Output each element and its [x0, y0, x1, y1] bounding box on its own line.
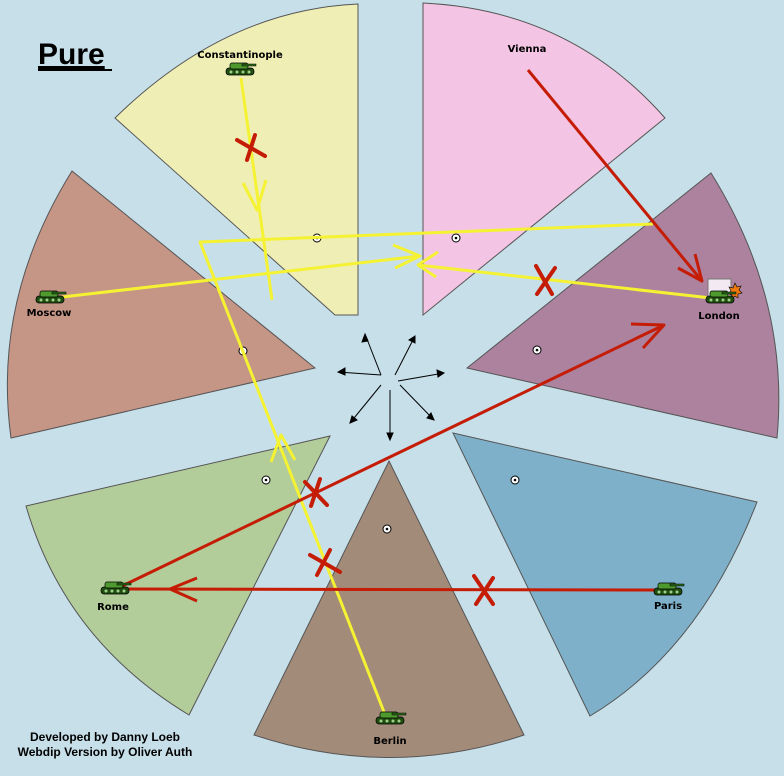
credit-developer: Developed by Danny Loeb [30, 730, 180, 744]
order-paris-to-rome-arrowhead [168, 576, 198, 603]
supply-center-icon [510, 475, 520, 485]
red-orders [114, 69, 704, 603]
failed-order-marks [235, 133, 557, 606]
supply-center-icon [261, 475, 271, 485]
order-constantinople-to-berlin-arrowhead [241, 179, 268, 212]
order-rome-to-london-arrowhead [630, 322, 666, 350]
order-berlin-to-moscow-arrowhead [269, 433, 297, 463]
label-constantinople: Constantinople [197, 50, 283, 61]
explosion-icon [727, 282, 743, 300]
territory-vienna[interactable] [422, 2, 666, 317]
supply-center-icon [532, 345, 542, 355]
territory-london[interactable] [465, 172, 780, 439]
yellow-orders [61, 77, 712, 713]
territory-berlin[interactable] [253, 459, 525, 758]
label-vienna: Vienna [508, 44, 547, 55]
center-direction-arrows [336, 332, 446, 442]
tank-icon[interactable] [35, 290, 67, 304]
label-london: London [698, 311, 740, 322]
supply-center-icon [451, 233, 461, 243]
order-berlin-to-moscow [198, 222, 654, 713]
x-mark-icon [308, 548, 342, 577]
tank-icon[interactable] [100, 581, 132, 595]
label-rome: Rome [97, 602, 129, 613]
label-paris: Paris [654, 601, 682, 612]
order-rome-to-london [117, 323, 665, 590]
tank-icon[interactable] [375, 711, 407, 725]
order-vienna-to-london-arrowhead [677, 253, 704, 283]
x-mark-icon [472, 574, 495, 606]
credit-webdip: Webdip Version by Oliver Auth [18, 745, 193, 759]
territory-moscow[interactable] [6, 170, 317, 439]
map-title: Pure [38, 38, 105, 71]
order-london-to-vienna-arrowhead [416, 250, 439, 279]
order-vienna-to-london [526, 69, 704, 282]
order-constantinople-to-berlin [239, 77, 274, 301]
order-london-to-vienna [417, 263, 712, 300]
tank-icon[interactable] [225, 62, 257, 76]
supply-center-icon [382, 524, 392, 534]
order-moscow-to-vienna [61, 254, 421, 299]
territory-paris[interactable] [452, 432, 758, 717]
tank-icon[interactable] [653, 582, 685, 596]
order-paris-to-rome [114, 587, 666, 592]
x-mark-icon [534, 264, 557, 296]
tank-icon[interactable] [705, 290, 737, 304]
x-mark-icon [303, 477, 329, 508]
order-moscow-to-vienna-arrowhead [392, 243, 422, 270]
label-moscow: Moscow [27, 308, 72, 319]
territory-rome[interactable] [25, 435, 331, 716]
x-mark-icon [235, 133, 267, 162]
label-berlin: Berlin [373, 736, 406, 747]
